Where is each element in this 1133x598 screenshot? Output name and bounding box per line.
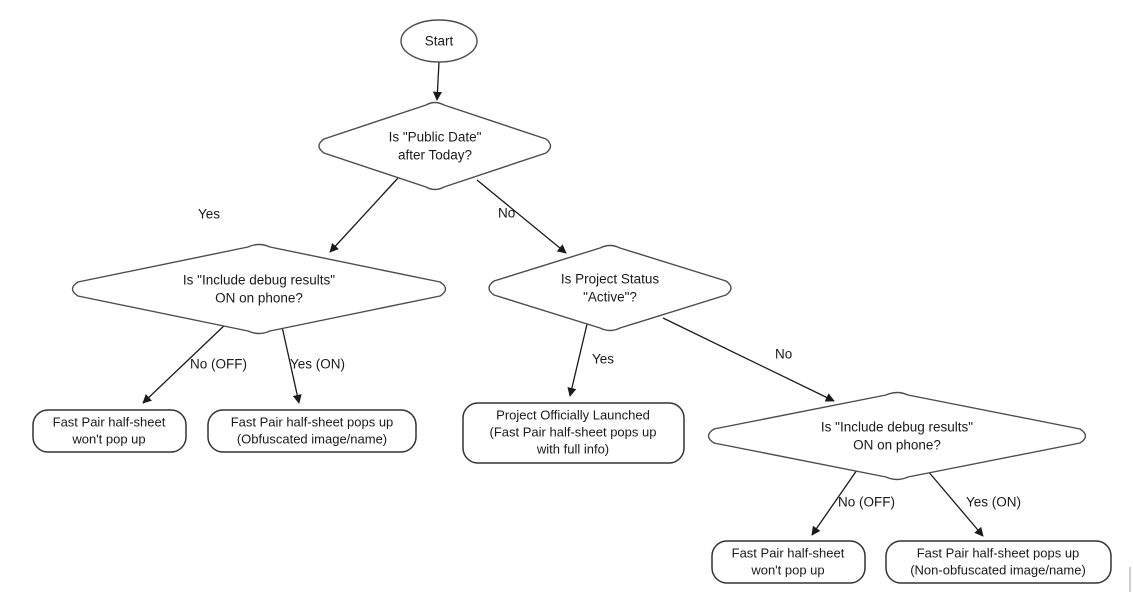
debug-right-diamond — [707, 391, 1087, 481]
term-left-on-box — [207, 409, 417, 453]
edge-debug-left-no: No (OFF) — [142, 321, 247, 404]
start-ellipse — [400, 19, 478, 63]
node-term-launched[interactable]: Project Officially Launched (Fast Pair h… — [462, 402, 685, 464]
term-right-on-box — [885, 540, 1112, 584]
edge-debug-left-yes: Yes (ON) — [280, 321, 345, 404]
term-right-on-line2: (Non-obfuscated image/name) — [910, 562, 1086, 577]
term-left-on-line1: Fast Pair half-sheet pops up — [231, 414, 394, 429]
term-right-off-line1: Fast Pair half-sheet — [732, 545, 845, 560]
project-status-label-line2: "Active"? — [583, 290, 637, 305]
node-debug-left-decision[interactable]: Is "Include debug results" ON on phone? — [71, 243, 447, 335]
public-date-diamond — [318, 101, 552, 191]
edge-label-debug-right-yes: Yes (ON) — [966, 495, 1021, 510]
edge-label-debug-left-no: No (OFF) — [190, 357, 247, 372]
term-right-on-line1: Fast Pair half-sheet pops up — [917, 545, 1080, 560]
term-left-off-box — [32, 409, 187, 453]
edge-debug-right-no: No (OFF) — [811, 469, 895, 536]
debug-left-label-line1: Is "Include debug results" — [183, 273, 335, 288]
edge-public-date-no: No — [476, 179, 567, 254]
node-term-left-off[interactable]: Fast Pair half-sheet won't pop up — [32, 409, 187, 453]
term-left-on-line2: (Obfuscated image/name) — [237, 431, 387, 446]
term-launched-line3: with full info) — [536, 441, 609, 456]
public-date-label-line2: after Today? — [398, 148, 472, 163]
project-status-label-line1: Is Project Status — [561, 272, 660, 287]
edge-project-status-no: No — [662, 317, 835, 402]
edge-label-debug-left-yes: Yes (ON) — [290, 357, 345, 372]
edge-label-project-status-no: No — [775, 347, 792, 362]
debug-left-diamond — [71, 243, 447, 335]
node-public-date-decision[interactable]: Is "Public Date" after Today? — [318, 101, 552, 191]
node-term-right-on[interactable]: Fast Pair half-sheet pops up (Non-obfusc… — [885, 540, 1112, 584]
node-debug-right-decision[interactable]: Is "Include debug results" ON on phone? — [707, 391, 1087, 481]
debug-left-label-line2: ON on phone? — [215, 291, 303, 306]
term-launched-box — [462, 402, 685, 464]
term-right-off-box — [711, 540, 866, 584]
project-status-diamond — [488, 244, 732, 332]
debug-right-label-line1: Is "Include debug results" — [821, 420, 973, 435]
term-launched-line2: (Fast Pair half-sheet pops up — [490, 424, 657, 439]
start-label: Start — [425, 34, 454, 49]
node-term-left-on[interactable]: Fast Pair half-sheet pops up (Obfuscated… — [207, 409, 417, 453]
term-left-off-line1: Fast Pair half-sheet — [53, 414, 166, 429]
edge-debug-right-yes: Yes (ON) — [926, 469, 1021, 537]
edge-label-public-date-yes: Yes — [198, 207, 220, 222]
node-term-right-off[interactable]: Fast Pair half-sheet won't pop up — [711, 540, 866, 584]
edge-label-project-status-yes: Yes — [592, 352, 614, 367]
node-project-status-decision[interactable]: Is Project Status "Active"? — [488, 244, 732, 332]
public-date-label-line1: Is "Public Date" — [389, 130, 482, 145]
edge-project-status-yes: Yes — [567, 319, 614, 397]
debug-right-label-line2: ON on phone? — [853, 438, 941, 453]
edge-label-public-date-no: No — [498, 206, 515, 221]
edge-public-date-yes: Yes — [198, 177, 399, 253]
node-start[interactable]: Start — [400, 19, 478, 63]
edge-start-to-public-date — [432, 61, 442, 101]
edge-label-debug-right-no: No (OFF) — [838, 495, 895, 510]
term-launched-line1: Project Officially Launched — [496, 407, 650, 422]
term-left-off-line2: won't pop up — [71, 431, 145, 446]
term-right-off-line2: won't pop up — [750, 562, 824, 577]
